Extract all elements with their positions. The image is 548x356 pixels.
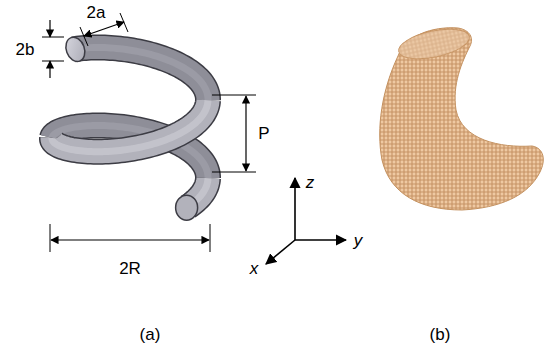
panel-label: (a) <box>140 326 161 343</box>
dimension-arrow <box>49 61 50 78</box>
coordinate-axes <box>266 178 346 264</box>
axis-label: x <box>250 260 259 277</box>
dimension-label: P <box>258 125 269 142</box>
helix-tube <box>73 47 208 100</box>
voxel-end-face <box>396 24 472 64</box>
axis-label: y <box>354 232 363 249</box>
axis-label: z <box>306 174 315 191</box>
helix-tube <box>52 100 208 151</box>
dimension-label: 2R <box>119 260 141 277</box>
dimension-2r <box>50 224 210 252</box>
dimension-label: 2a <box>87 4 106 21</box>
extension-line <box>42 37 64 38</box>
helix-end <box>176 195 198 220</box>
dimension-pitch <box>212 95 256 172</box>
axis-arrow <box>266 240 295 264</box>
axis-arrow <box>294 178 296 240</box>
extension-line <box>210 224 211 252</box>
dimension-arrow <box>49 20 50 37</box>
extension-line <box>42 61 64 62</box>
axis-arrow <box>295 239 346 241</box>
helix-cross-section <box>63 35 88 65</box>
helix-highlight <box>73 47 208 100</box>
helix-outline <box>73 47 208 100</box>
dimension-label: 2b <box>16 41 35 58</box>
dimension-arrow <box>245 96 246 171</box>
dimension-arrow <box>51 239 209 240</box>
extension-line <box>212 172 256 173</box>
helix-outline <box>52 100 208 151</box>
extension-line <box>212 95 256 96</box>
dimension-arrow <box>84 22 124 36</box>
extension-line <box>120 13 128 32</box>
voxel-end-face <box>396 24 472 64</box>
helix-illustration <box>52 35 208 221</box>
helix-highlight <box>52 100 208 151</box>
extension-line <box>50 224 51 252</box>
dimension-2b <box>42 20 64 78</box>
voxel-helix <box>380 24 544 210</box>
panel-label: (b) <box>430 326 451 343</box>
extension-line <box>80 27 88 46</box>
